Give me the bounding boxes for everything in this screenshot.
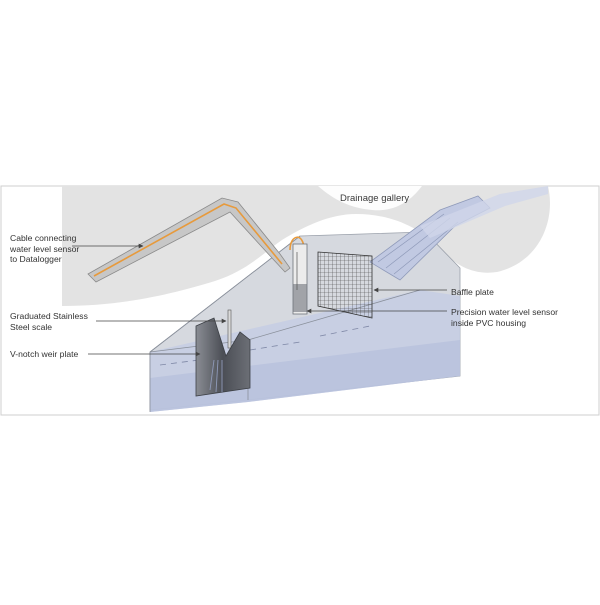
sensor-label: Precision water level sensor inside PVC … <box>451 307 558 328</box>
scale-label-line-2: Steel scale <box>10 321 53 332</box>
gallery-drain-channel <box>420 186 548 238</box>
vnotch-label: V-notch weir plate <box>10 349 79 359</box>
baffle-plate <box>317 251 373 319</box>
sensor-label-line-2: inside PVC housing <box>451 317 527 328</box>
cable-label-line-3: to Datalogger <box>10 254 62 264</box>
cable-label-line-2: water level sensor <box>10 243 80 254</box>
baffle-label: Baffle plate <box>451 287 494 297</box>
drainage-gallery-backdrop <box>62 186 550 306</box>
cable-tray <box>87 197 291 283</box>
water-depth <box>150 340 460 412</box>
sensor-body <box>293 284 307 312</box>
cable <box>93 203 283 277</box>
weir-outflow <box>209 359 223 393</box>
scale-label-line-1: Graduated Stainless <box>10 311 88 321</box>
drainage-gallery-label: Drainage gallery <box>340 193 410 204</box>
sensor-label-line-1: Precision water level sensor <box>451 307 558 317</box>
graduated-scale-label: Graduated Stainless Steel scale <box>10 311 88 332</box>
graduated-scale <box>227 309 232 349</box>
vnotch-weir-plate <box>195 317 251 397</box>
gallery-opening <box>318 186 422 211</box>
cable-label: Cable connecting water level sensor to D… <box>10 233 79 265</box>
cable-label-line-1: Cable connecting <box>10 233 77 243</box>
